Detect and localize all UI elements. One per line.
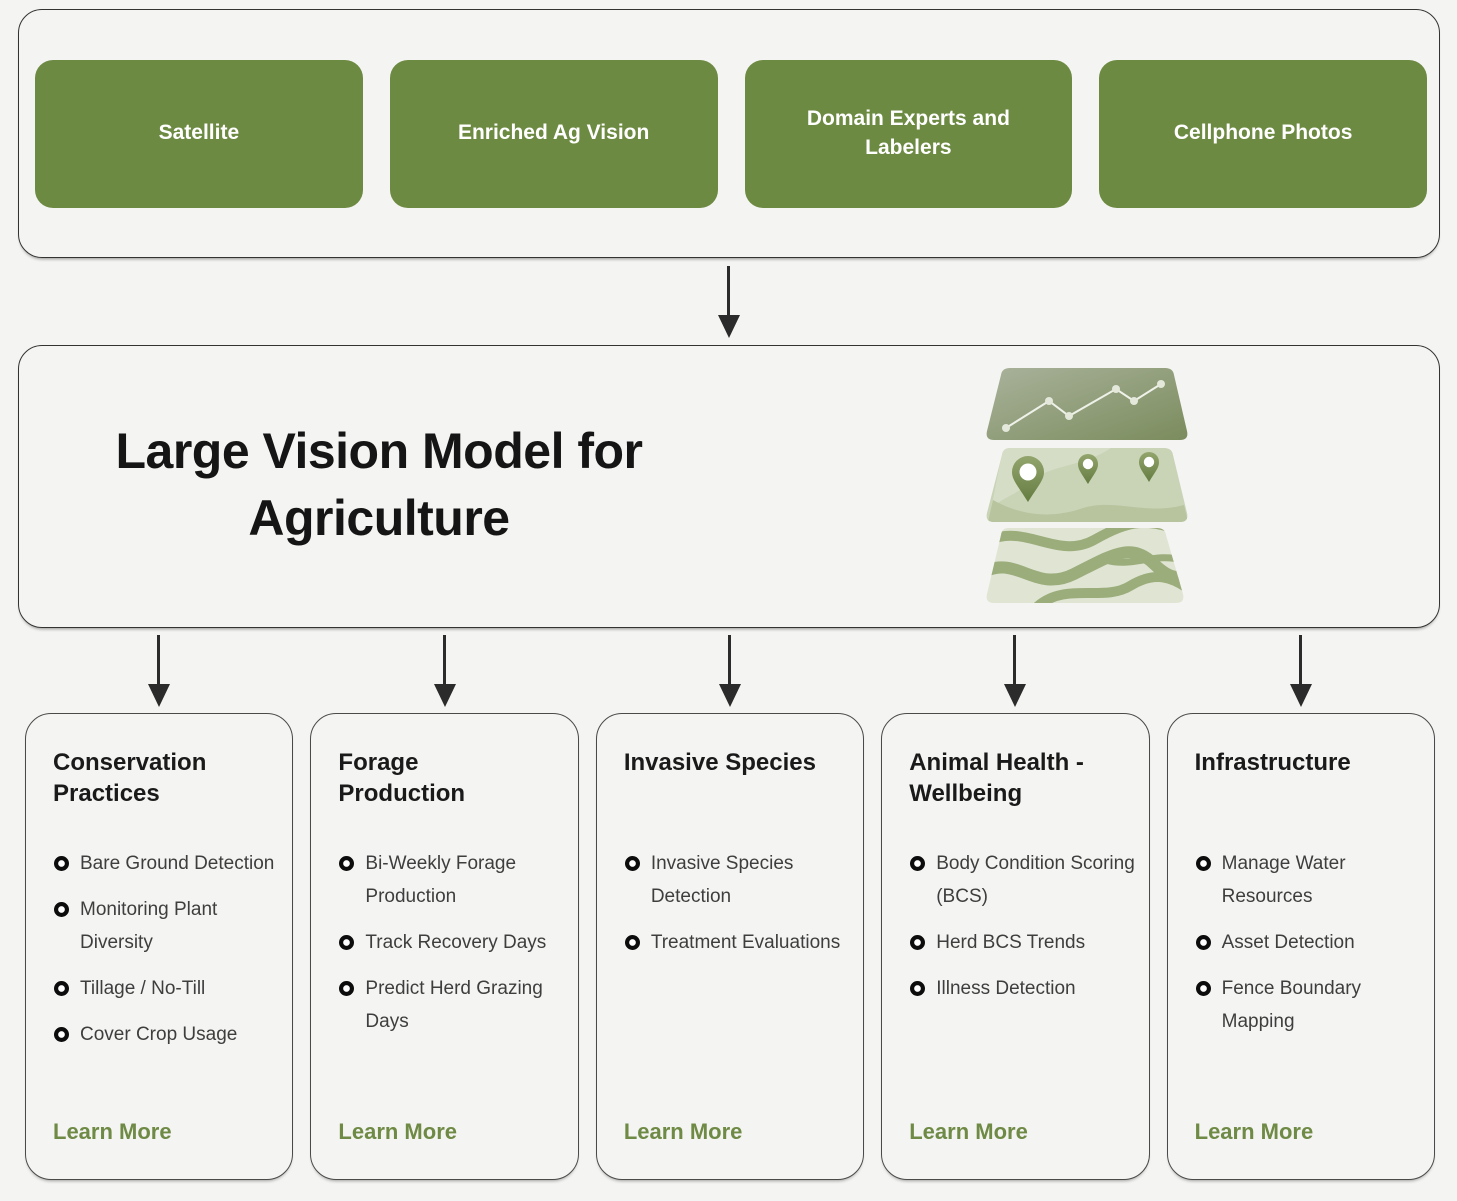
bullet-icon [1195,935,1211,950]
flow-arrow-down-icon [1289,635,1313,707]
list-item-label: Track Recovery Days [365,932,547,953]
list-item: Treatment Evaluations [624,926,855,959]
list-item-label: Asset Detection [1221,932,1355,953]
learn-more-link[interactable]: Learn More [338,1119,457,1144]
source-node-label: Domain Experts and Labelers [806,107,1010,159]
list-item: Bare Ground Detection [53,847,284,880]
data-sources-panel: Satellite Enriched Ag Vision Domain Expe… [18,9,1440,258]
page: { "colors": { "background": "#f4f4f2", "… [0,9,1457,1201]
learn-more-link[interactable]: Learn More [623,1119,743,1144]
list-item: Invasive Species Detection [624,847,855,913]
bullet-icon [54,902,69,917]
list-item: Illness Detection [909,972,1140,1005]
list-item: Monitoring Plant Diversity [53,893,284,959]
flow-arrow-down-icon [147,635,171,707]
card-title: Infrastructure [1194,749,1351,776]
feature-list: Bare Ground Detection Monitoring Plant D… [53,847,284,1051]
list-item-label: Herd BCS Trends [936,932,1086,953]
list-item-label: Manage Water Resources [1221,853,1346,907]
learn-more-link[interactable]: Learn More [53,1119,172,1144]
list-item: Predict Herd Grazing Days [338,972,569,1038]
model-title-line2: Agriculture [248,490,510,546]
list-item: Body Condition Scoring (BCS) [909,847,1140,913]
flow-arrows-row [25,635,1435,707]
category-card-animal-health: Animal Health - Wellbeing Body Condition… [881,713,1150,1180]
bullet-icon [1195,856,1211,871]
bullet-icon [339,935,355,950]
bullet-icon [624,935,640,950]
pins-layer-icon [986,448,1188,522]
list-item-label: Tillage / No-Till [80,978,206,999]
category-card-invasive-species: Invasive Species Invasive Species Detect… [595,713,865,1180]
source-node-label: Satellite [158,121,240,145]
chart-layer-icon [986,368,1188,440]
category-card-conservation-practices: Conservation Practices Bare Ground Detec… [25,713,294,1180]
list-item-label: Cover Crop Usage [80,1024,238,1045]
bullet-icon [339,981,355,996]
list-item-label: Treatment Evaluations [650,932,841,953]
source-node-label: Cellphone Photos [1173,121,1353,145]
feature-list: Invasive Species Detection Treatment Eva… [624,847,855,959]
source-node-enriched-ag-vision: Enriched Ag Vision [389,59,718,208]
source-node-satellite: Satellite [35,59,363,208]
topo-layer-icon [986,528,1184,603]
flow-arrow-down-icon [433,635,457,707]
list-item: Bi-Weekly Forage Production [338,847,569,913]
model-panel: Large Vision Model for Agriculture [18,345,1440,628]
bullet-icon [54,981,69,996]
learn-more-link[interactable]: Learn More [909,1119,1028,1144]
category-cards-row: Conservation Practices Bare Ground Detec… [25,713,1436,1180]
learn-more-link[interactable]: Learn More [1194,1119,1314,1144]
source-node-cellphone-photos: Cellphone Photos [1099,59,1427,208]
card-title: Invasive Species [623,749,816,776]
list-item-label: Predict Herd Grazing Days [365,978,543,1032]
feature-list: Manage Water Resources Asset Detection F… [1195,847,1426,1038]
list-item: Asset Detection [1195,926,1426,959]
flow-arrow-down-icon [718,635,742,707]
list-item: Manage Water Resources [1195,847,1426,913]
list-item-label: Monitoring Plant Diversity [80,899,218,953]
list-item-label: Fence Boundary Mapping [1221,978,1362,1032]
bullet-icon [54,856,69,871]
list-item: Herd BCS Trends [909,926,1140,959]
source-node-domain-experts: Domain Experts and Labelers [744,59,1073,208]
model-title: Large Vision Model for Agriculture [59,418,699,552]
feature-list: Bi-Weekly Forage Production Track Recove… [338,847,569,1038]
bullet-icon [910,935,926,950]
bullet-icon [910,856,926,871]
card-title: Conservation Practices [53,749,207,807]
list-item: Fence Boundary Mapping [1195,972,1426,1038]
list-item-label: Bare Ground Detection [80,853,275,874]
model-title-line1: Large Vision Model for [115,423,643,479]
bullet-icon [910,981,926,996]
bullet-icon [54,1027,69,1042]
bullet-icon [339,856,355,871]
bullet-icon [1195,981,1211,996]
category-card-infrastructure: Infrastructure Manage Water Resources As… [1166,713,1436,1180]
list-item: Track Recovery Days [338,926,569,959]
list-item-label: Illness Detection [936,978,1076,999]
list-item-label: Invasive Species Detection [650,853,794,907]
card-title: Forage Production [338,749,466,807]
category-card-forage-production: Forage Production Bi-Weekly Forage Produ… [310,713,579,1180]
feature-list: Body Condition Scoring (BCS) Herd BCS Tr… [909,847,1140,1005]
flow-arrow-down-icon [1003,635,1027,707]
list-item-label: Body Condition Scoring (BCS) [936,853,1135,907]
card-title: Animal Health - Wellbeing [909,749,1084,807]
layered-map-icon [986,368,1188,603]
flow-arrow-down-icon [717,266,741,338]
list-item: Cover Crop Usage [53,1018,284,1051]
source-node-label: Enriched Ag Vision [457,121,650,145]
list-item-label: Bi-Weekly Forage Production [365,853,517,907]
list-item: Tillage / No-Till [53,972,284,1005]
bullet-icon [624,856,640,871]
